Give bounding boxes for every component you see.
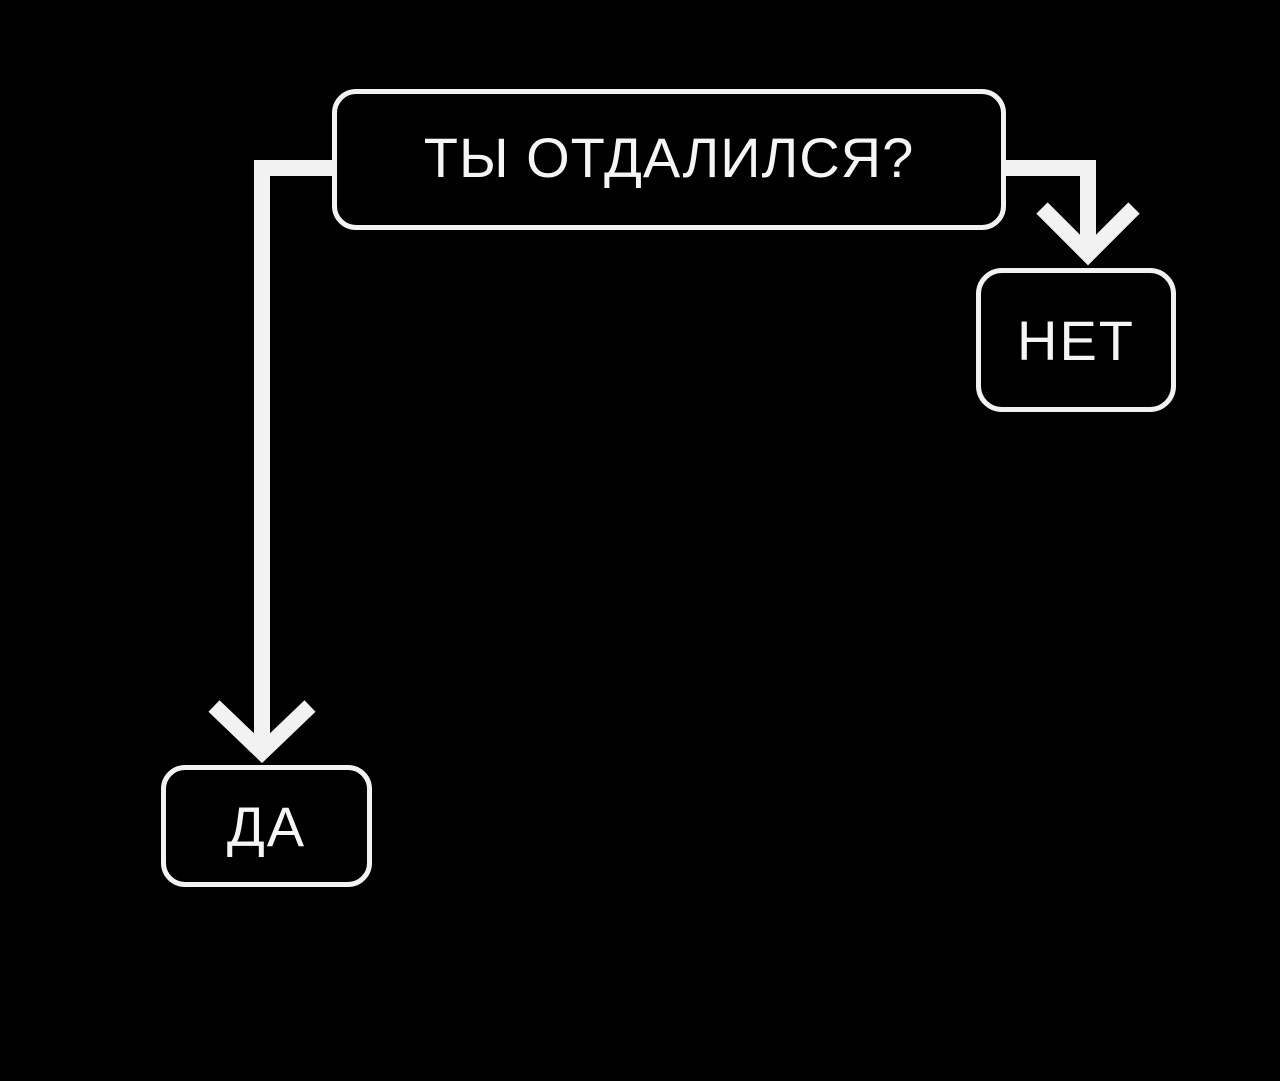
answer-no-text: НЕТ <box>1017 308 1135 372</box>
answer-no-box: НЕТ <box>976 268 1176 412</box>
connector-to-yes <box>254 160 336 750</box>
arrowhead-to-yes <box>208 700 316 764</box>
arrowhead-to-no <box>1036 202 1140 266</box>
connector-to-no <box>1002 160 1096 252</box>
question-text: ТЫ ОТДАЛИЛСЯ? <box>423 126 915 189</box>
answer-yes-box: ДА <box>161 765 372 887</box>
question-box: ТЫ ОТДАЛИЛСЯ? <box>332 89 1006 230</box>
answer-yes-text: ДА <box>226 794 307 858</box>
